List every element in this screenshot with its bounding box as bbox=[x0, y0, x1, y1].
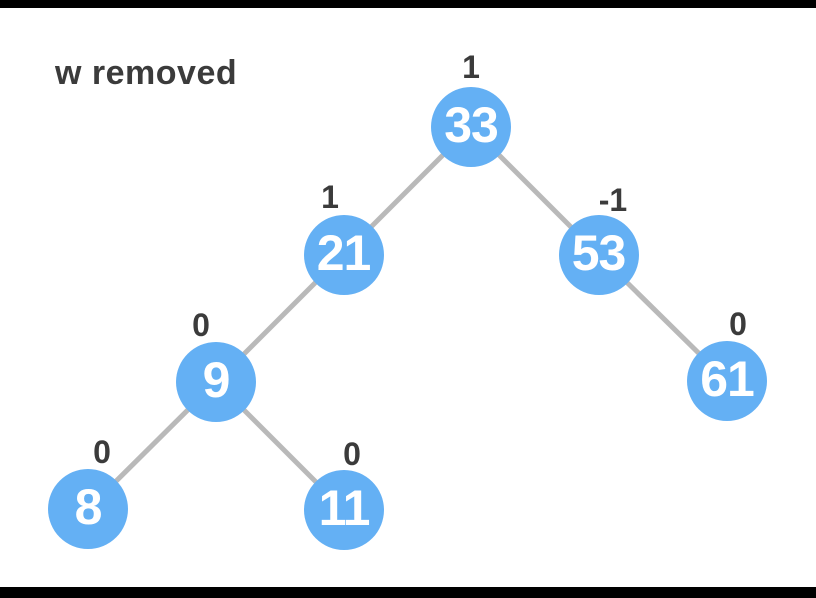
tree-node-11: 11 bbox=[304, 470, 384, 550]
balance-factor-53: -1 bbox=[598, 182, 628, 218]
tree-node-61: 61 bbox=[687, 341, 767, 421]
tree-node-9: 9 bbox=[176, 342, 256, 422]
tree-node-21: 21 bbox=[303, 214, 384, 295]
tree-node-8: 8 bbox=[48, 469, 128, 549]
balance-factor-61: 0 bbox=[729, 306, 747, 342]
letterbox-top-bar bbox=[0, 0, 816, 8]
tree-node-33: 33 bbox=[431, 87, 511, 167]
diagram-title: w removed bbox=[55, 54, 238, 92]
tree-node-53: 53 bbox=[558, 214, 639, 295]
balance-factor-11: 0 bbox=[343, 436, 361, 472]
letterbox-bottom-bar bbox=[0, 587, 816, 598]
balance-factor-21: 1 bbox=[321, 179, 339, 215]
balance-factor-9: 0 bbox=[192, 307, 210, 343]
balance-factor-33: 1 bbox=[462, 49, 480, 85]
balance-factor-8: 0 bbox=[93, 434, 111, 470]
